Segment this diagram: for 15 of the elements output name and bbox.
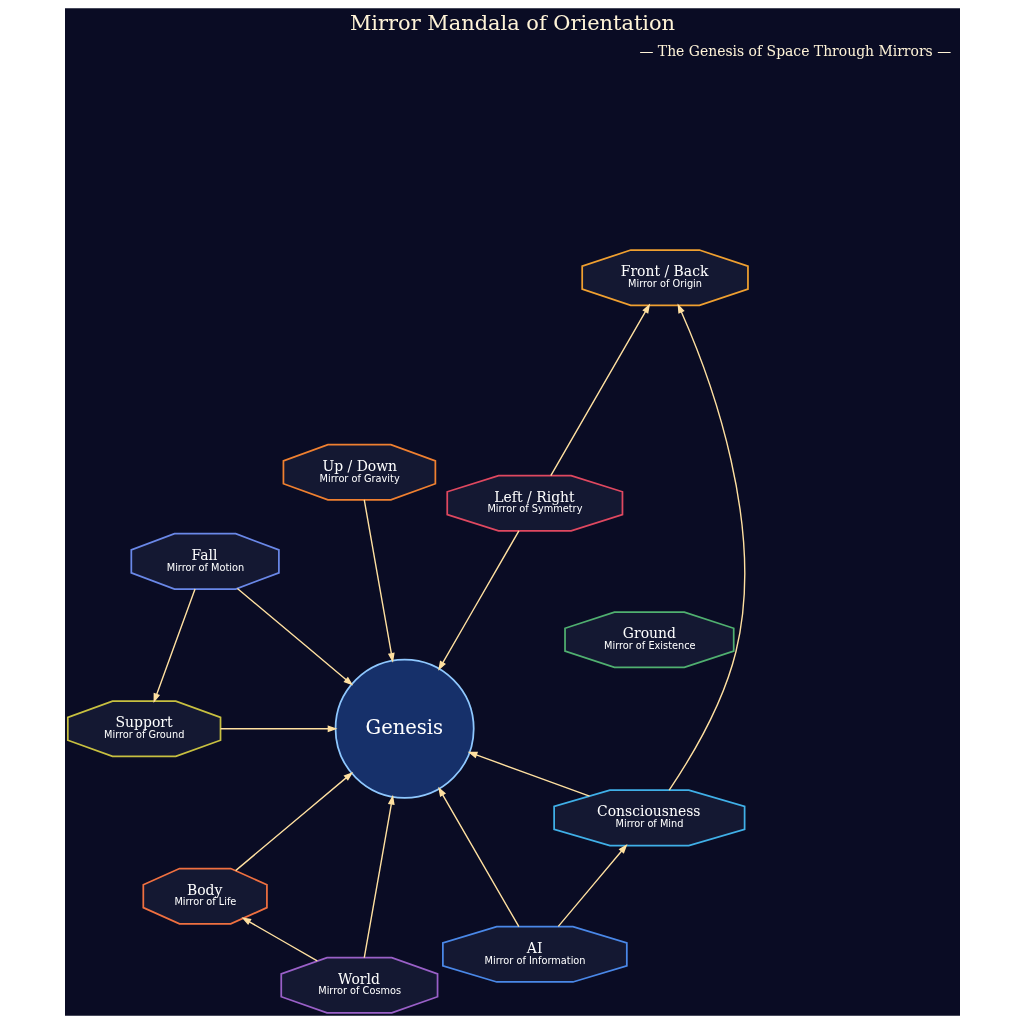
label: — The Genesis of Space Through Mirrors — (638, 42, 951, 59)
arrow (240, 917, 318, 962)
arrow (437, 786, 520, 928)
arrow (153, 588, 196, 704)
arrow (236, 587, 353, 686)
arrow (437, 530, 520, 671)
arrow (219, 725, 337, 733)
arrow (363, 794, 395, 959)
arrow (668, 303, 745, 791)
arrow (549, 303, 650, 477)
arrow (557, 843, 627, 928)
arrow (234, 771, 353, 872)
arrow (467, 751, 590, 797)
diagram-title: Mirror Mandala of Orientation (349, 11, 675, 36)
arrow (363, 499, 395, 663)
